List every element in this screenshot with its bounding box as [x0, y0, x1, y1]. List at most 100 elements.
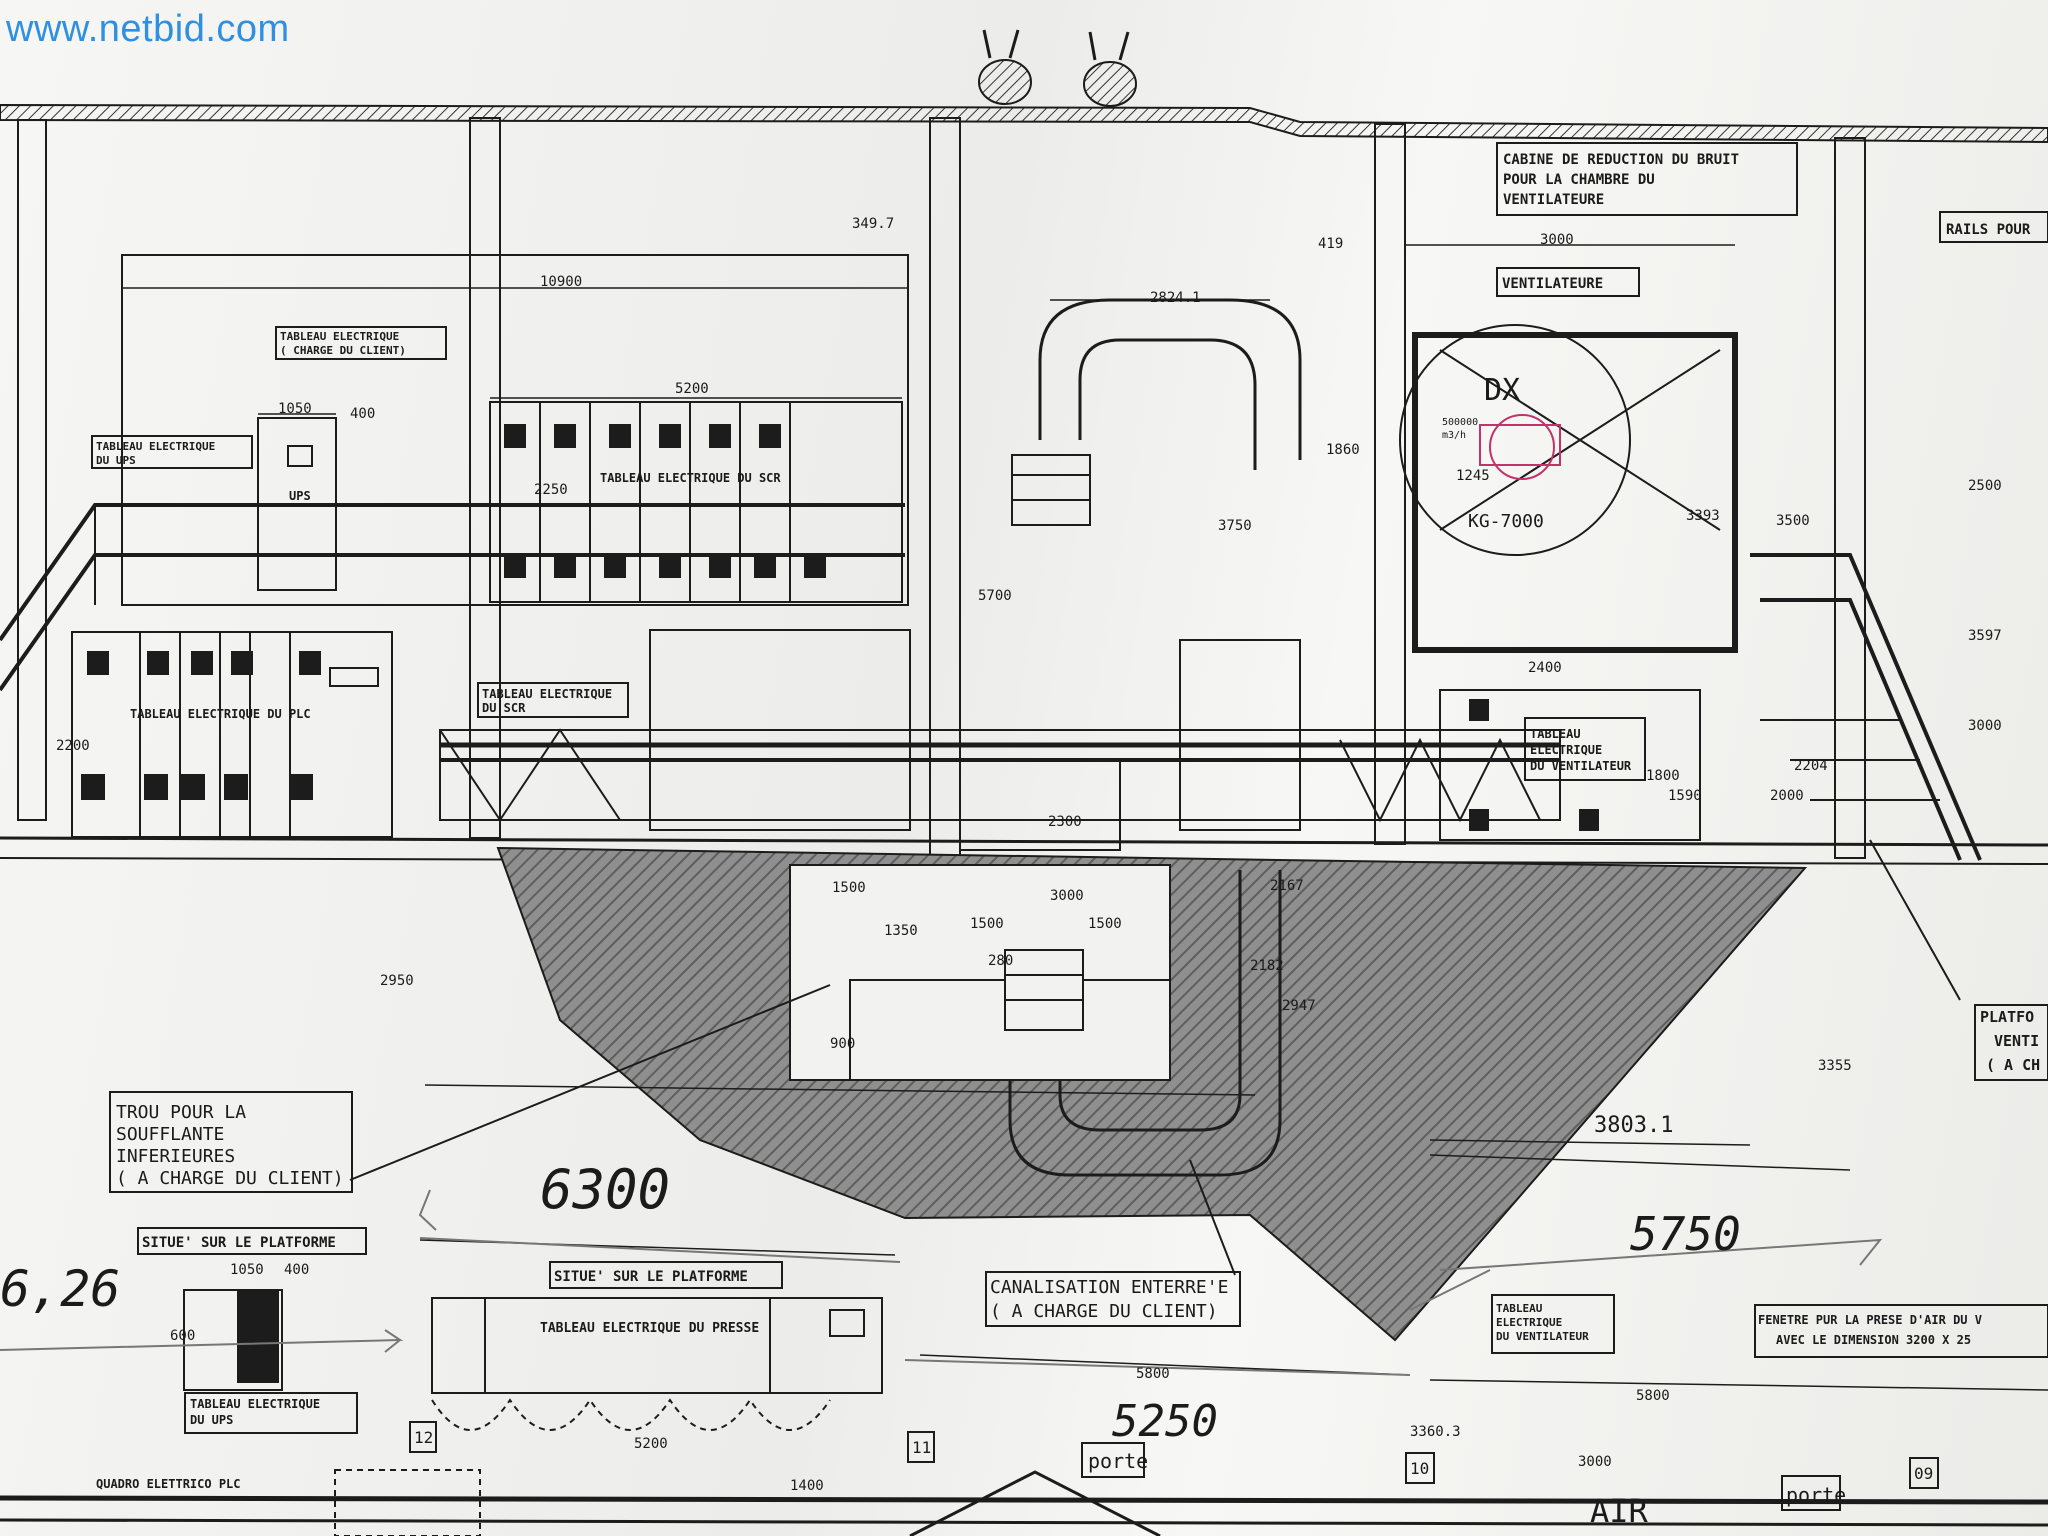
dim-3803-1: 3803.1 — [1594, 1113, 1673, 1138]
label-tableau-vent2-1: TABLEAU — [1496, 1302, 1543, 1315]
label-cabine-2: POUR LA CHAMBRE DU — [1503, 172, 1655, 188]
dim-280: 280 — [988, 953, 1013, 969]
dim-5200-b: 5200 — [634, 1436, 668, 1452]
label-tableau-plc: TABLEAU ELECTRIQUE DU PLC — [130, 707, 311, 721]
label-trou-1: TROU POUR LA — [116, 1102, 246, 1123]
label-tableau-vent-1: TABLEAU — [1530, 727, 1581, 741]
watermark: www.netbid.com — [6, 8, 290, 50]
label-tableau-vent-3: DU VENTILATEUR — [1530, 759, 1632, 773]
dim-2947: 2947 — [1282, 998, 1316, 1014]
label-fenetre-1: FENETRE PUR LA PRESE D'AIR DU V — [1758, 1313, 1982, 1327]
dim-600: 600 — [170, 1328, 195, 1344]
grid-marker-11: 11 — [912, 1438, 931, 1457]
label-situe-1: SITUE' SUR LE PLATFORME — [142, 1235, 336, 1251]
handwritten-6-26: 6,26 — [0, 1260, 120, 1318]
dim-3000-mid: 3000 — [1050, 888, 1084, 904]
label-rails: RAILS POUR — [1946, 222, 2031, 238]
plc-cabinet-slots — [81, 651, 321, 800]
handwritten-6300: 6300 — [540, 1158, 670, 1221]
dim-400: 400 — [350, 406, 375, 422]
label-tableau-presse: TABLEAU ELECTRIQUE DU PRESSE — [540, 1321, 759, 1336]
dim-2182: 2182 — [1250, 958, 1284, 974]
label-tableau-scr: TABLEAU ELECTRIQUE DU SCR — [600, 471, 781, 485]
label-canalisation-1: CANALISATION ENTERRE'E — [990, 1277, 1228, 1298]
label-trou-3: INFERIEURES — [116, 1146, 235, 1167]
label-tableau-client-1: TABLEAU ELECTRIQUE — [280, 330, 399, 343]
dim-349-7: 349.7 — [852, 216, 894, 232]
roof-fan-1 — [978, 59, 1032, 105]
duct-support-upper — [1011, 454, 1091, 526]
roof-fan-2 — [1083, 61, 1137, 107]
dim-3000-bottom: 3000 — [1578, 1454, 1612, 1470]
dim-3000-top: 3000 — [1540, 232, 1574, 248]
grid-marker-10: 10 — [1410, 1459, 1429, 1478]
dim-419: 419 — [1318, 236, 1343, 252]
dim-3750: 3750 — [1218, 518, 1252, 534]
dim-2250: 2250 — [534, 482, 568, 498]
label-fenetre-2: AVEC LE DIMENSION 3200 X 25 — [1776, 1333, 1971, 1347]
dim-2300: 2300 — [1048, 814, 1082, 830]
label-trou-4: ( A CHARGE DU CLIENT) — [116, 1168, 344, 1189]
label-quadro: QUADRO ELETTRICO PLC — [96, 1477, 241, 1491]
dim-2824-1: 2824.1 — [1150, 290, 1201, 306]
label-tableau-ups-2: DU UPS — [96, 454, 136, 467]
dim-3000-right: 3000 — [1968, 718, 2002, 734]
dimension-labels: 10 900 349.7 2824.1 5200 1050 400 419 300… — [56, 216, 2002, 1494]
cabine-label-box — [1496, 142, 1798, 216]
dim-1500-c: 1500 — [1088, 916, 1122, 932]
label-tableau-vent2-3: DU VENTILATEUR — [1496, 1330, 1589, 1343]
dim-2200: 2200 — [56, 738, 90, 754]
label-situe-2: SITUE' SUR LE PLATFORME — [554, 1269, 748, 1285]
label-air: AIR — [1590, 1492, 1649, 1530]
label-tableau-ups2-2: DU UPS — [190, 1413, 233, 1427]
label-tableau-vent2-2: ELECTRIQUE — [1496, 1316, 1562, 1329]
label-trou-2: SOUFFLANTE — [116, 1124, 224, 1145]
dim-1500-a: 1500 — [832, 880, 866, 896]
dim-2400: 2400 — [1528, 660, 1562, 676]
roof-band — [0, 103, 2048, 144]
handwritten-5250: 5250 — [1112, 1396, 1218, 1447]
label-platf-1: PLATFO — [1980, 1008, 2034, 1026]
label-rating-1: 500000 — [1442, 417, 1478, 428]
label-dx: DX — [1484, 373, 1520, 408]
dim-3355: 3355 — [1818, 1058, 1852, 1074]
dim-2167: 2167 — [1270, 878, 1304, 894]
dim-1050-b: 1050 — [230, 1262, 264, 1278]
fan-wheel — [1399, 324, 1631, 556]
dim-5800-a: 5800 — [1136, 1366, 1170, 1382]
dim-1800: 1800 — [1646, 768, 1680, 784]
dim-1050: 1050 — [278, 401, 312, 417]
dim-1245: 1245 — [1456, 468, 1490, 484]
label-cabine-3: VENTILATEURE — [1503, 192, 1604, 208]
label-rating-2: m3/h — [1442, 430, 1466, 441]
scr-cabinet-slots — [504, 424, 826, 578]
dim-1860: 1860 — [1326, 442, 1360, 458]
presse-cabinet — [431, 1297, 883, 1394]
label-porte-2: porte — [1786, 1483, 1846, 1507]
ventilator-housing — [1412, 332, 1738, 653]
label-porte-1: porte — [1088, 1449, 1148, 1473]
dim-900: 900 — [830, 1036, 855, 1052]
label-ventilateure: VENTILATEURE — [1502, 276, 1603, 292]
label-tableau-scr-small-1: TABLEAU ELECTRIQUE — [482, 687, 612, 701]
label-tableau-scr-small-2: DU SCR — [482, 701, 526, 715]
dim-1350: 1350 — [884, 923, 918, 939]
label-cabine-1: CABINE DE REDUCTION DU BRUIT — [1503, 152, 1739, 168]
dim-3500: 3500 — [1776, 513, 1810, 529]
dim-1590: 1590 — [1668, 788, 1702, 804]
label-kg: KG-7000 — [1468, 511, 1544, 532]
dim-2950: 2950 — [380, 973, 414, 989]
label-tableau-vent-2: ELECTRIQUE — [1530, 743, 1602, 757]
label-tableau-ups2-1: TABLEAU ELECTRIQUE — [190, 1397, 320, 1411]
dim-3393: 3393 — [1686, 508, 1720, 524]
label-tableau-ups-1: TABLEAU ELECTRIQUE — [96, 440, 215, 453]
grid-marker-09: 09 — [1914, 1464, 1933, 1483]
dim-5700: 5700 — [978, 588, 1012, 604]
handwritten-5750: 5750 — [1630, 1207, 1741, 1261]
label-platf-2: VENTI — [1994, 1032, 2039, 1050]
dim-5200: 5200 — [675, 381, 709, 397]
dim-3360-3: 3360.3 — [1410, 1424, 1461, 1440]
label-canalisation-2: ( A CHARGE DU CLIENT) — [990, 1301, 1218, 1322]
